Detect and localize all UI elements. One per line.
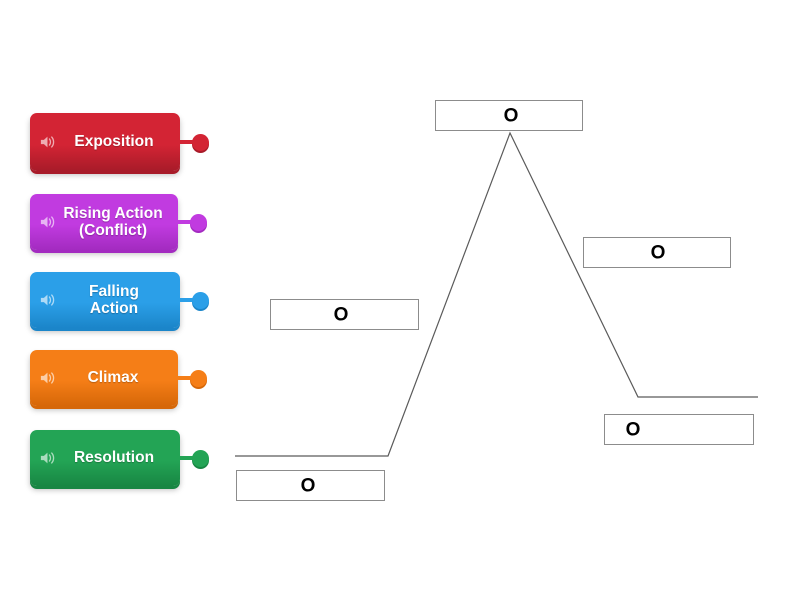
label-chip-text: Climax	[87, 369, 139, 387]
drop-target-slot-falling[interactable]: O	[583, 237, 731, 268]
connector-knob-climax[interactable]	[190, 369, 207, 387]
drop-target-placeholder-glyph: O	[650, 242, 666, 263]
drop-target-slot-rising[interactable]: O	[270, 299, 419, 330]
label-chip-falling-action[interactable]: Falling Action	[30, 272, 198, 328]
connector-stem	[180, 140, 200, 144]
connector-knob-rising-action[interactable]	[190, 213, 207, 231]
label-chip-rising-action[interactable]: Rising Action (Conflict)	[30, 194, 196, 250]
drop-target-slot-climax-top[interactable]: O	[435, 100, 583, 131]
connector-stem	[180, 456, 202, 460]
drop-target-placeholder-glyph: O	[503, 105, 519, 126]
label-chip-resolution[interactable]: Resolution	[30, 430, 202, 486]
label-chip-text: Exposition	[74, 133, 154, 151]
drop-target-slot-resolution[interactable]: O	[604, 414, 754, 445]
label-chip-text: Falling Action	[89, 282, 139, 317]
connector-stem	[180, 298, 198, 302]
speaker-icon[interactable]	[39, 292, 57, 308]
drop-target-placeholder-glyph: O	[300, 475, 316, 496]
connector-knob-exposition[interactable]	[192, 133, 209, 151]
speaker-icon[interactable]	[39, 214, 57, 230]
speaker-icon[interactable]	[39, 134, 57, 150]
label-chip-text: Rising Action (Conflict)	[63, 204, 163, 239]
drop-target-placeholder-glyph: O	[333, 304, 349, 325]
drop-target-placeholder-glyph: O	[625, 419, 641, 440]
label-chip-text: Resolution	[73, 449, 155, 467]
drop-target-slot-exposition[interactable]: O	[236, 470, 385, 501]
connector-stem	[178, 376, 198, 380]
connector-knob-falling-action[interactable]	[192, 291, 209, 309]
connector-stem	[178, 220, 196, 224]
speaker-icon[interactable]	[39, 370, 57, 386]
label-chip-climax[interactable]: Climax	[30, 350, 198, 406]
label-chip-exposition[interactable]: Exposition	[30, 113, 200, 171]
connector-knob-resolution[interactable]	[192, 449, 209, 467]
speaker-icon[interactable]	[39, 450, 57, 466]
